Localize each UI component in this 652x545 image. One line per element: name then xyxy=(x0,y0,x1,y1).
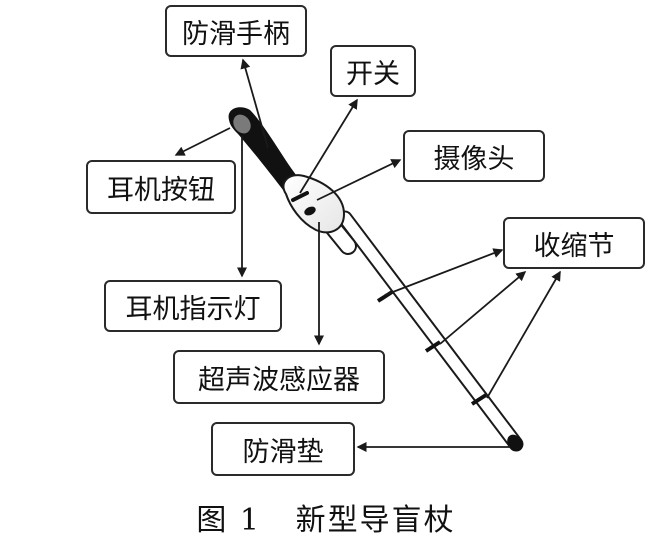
figure-caption: 图 1 新型导盲杖 xyxy=(196,503,456,538)
label-earphone-button: 耳机按钮 xyxy=(86,160,236,214)
cane-head xyxy=(282,174,346,234)
switch-slot xyxy=(291,191,309,202)
label-earphone-indicator: 耳机指示灯 xyxy=(104,280,282,332)
arrows-telescopic-section xyxy=(384,248,561,399)
camera-lens xyxy=(304,206,316,216)
label-ultrasonic-sensor: 超声波感应器 xyxy=(173,350,385,404)
arrow-earphone-button xyxy=(174,127,231,156)
cane-handle xyxy=(228,107,304,195)
arrow-camera xyxy=(316,159,402,201)
cane-shaft xyxy=(337,210,524,452)
label-telescopic-section: 收缩节 xyxy=(503,217,645,269)
cane-tip xyxy=(507,434,523,452)
label-anti-slip-pad: 防滑垫 xyxy=(211,422,355,476)
label-switch: 开关 xyxy=(330,45,416,97)
label-camera: 摄像头 xyxy=(403,130,545,182)
label-anti-slip-handle: 防滑手柄 xyxy=(165,5,307,57)
arrow-anti-slip-handle xyxy=(240,58,269,149)
arrow-switch xyxy=(299,98,358,194)
